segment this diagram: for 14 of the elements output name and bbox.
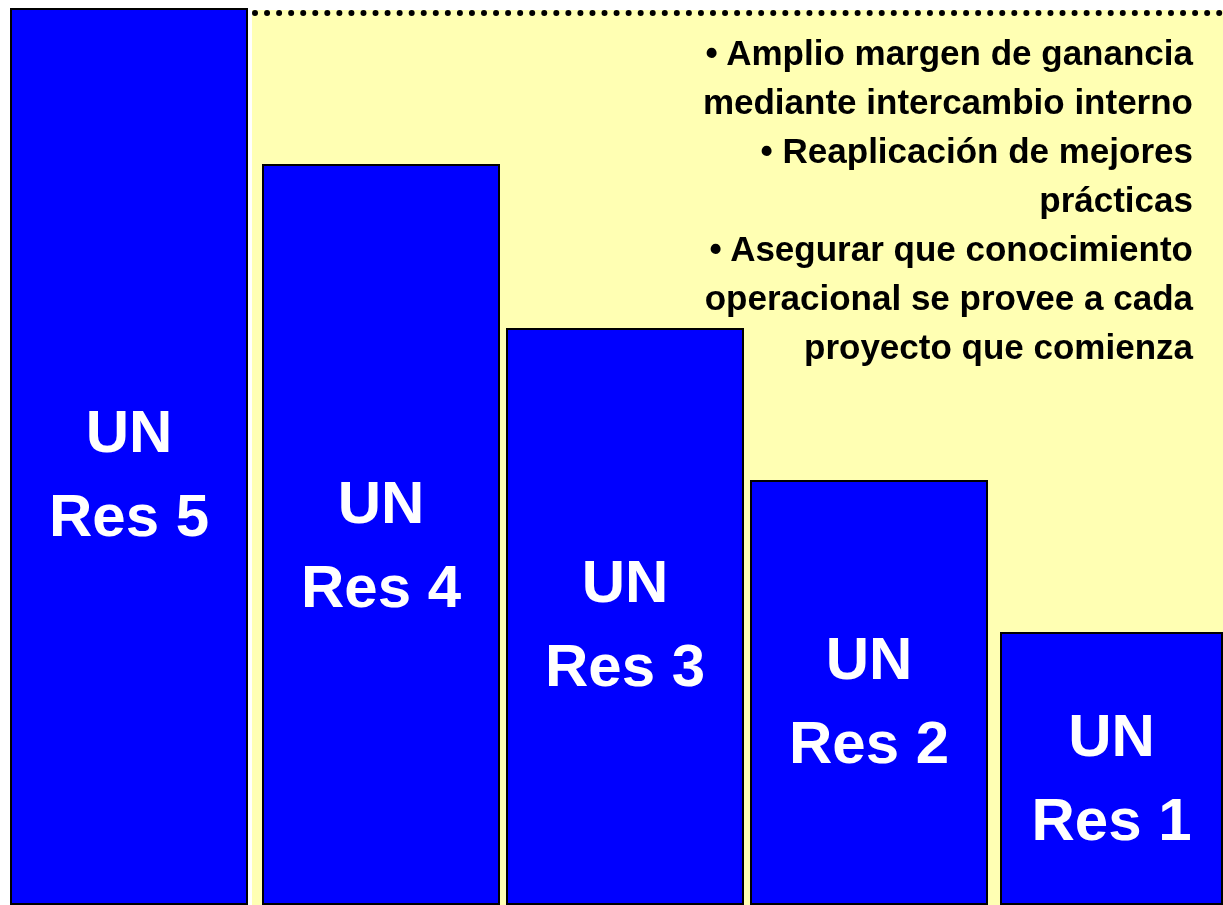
bar	[750, 480, 988, 905]
bar-label: UN Res 1	[1030, 701, 1193, 855]
bar-label: UN Res 5	[47, 397, 211, 551]
bar	[10, 8, 248, 905]
bullet-text: • Amplio margen de ganancia mediante intercambio interno	[701, 32, 1193, 123]
bullet-text: • Asegurar que conocimiento operacional se provee a cada proyecto que comienza	[703, 228, 1193, 368]
background-panel	[252, 10, 1223, 905]
bar	[1000, 632, 1223, 905]
bar-label: UN Res 3	[543, 547, 707, 701]
bar-label: UN Res 4	[299, 468, 463, 622]
bar	[262, 164, 500, 905]
bullet-text: • Reaplicación de mejores prácticas	[759, 130, 1193, 221]
bar-label: UN Res 2	[787, 624, 951, 778]
bar	[506, 328, 744, 905]
